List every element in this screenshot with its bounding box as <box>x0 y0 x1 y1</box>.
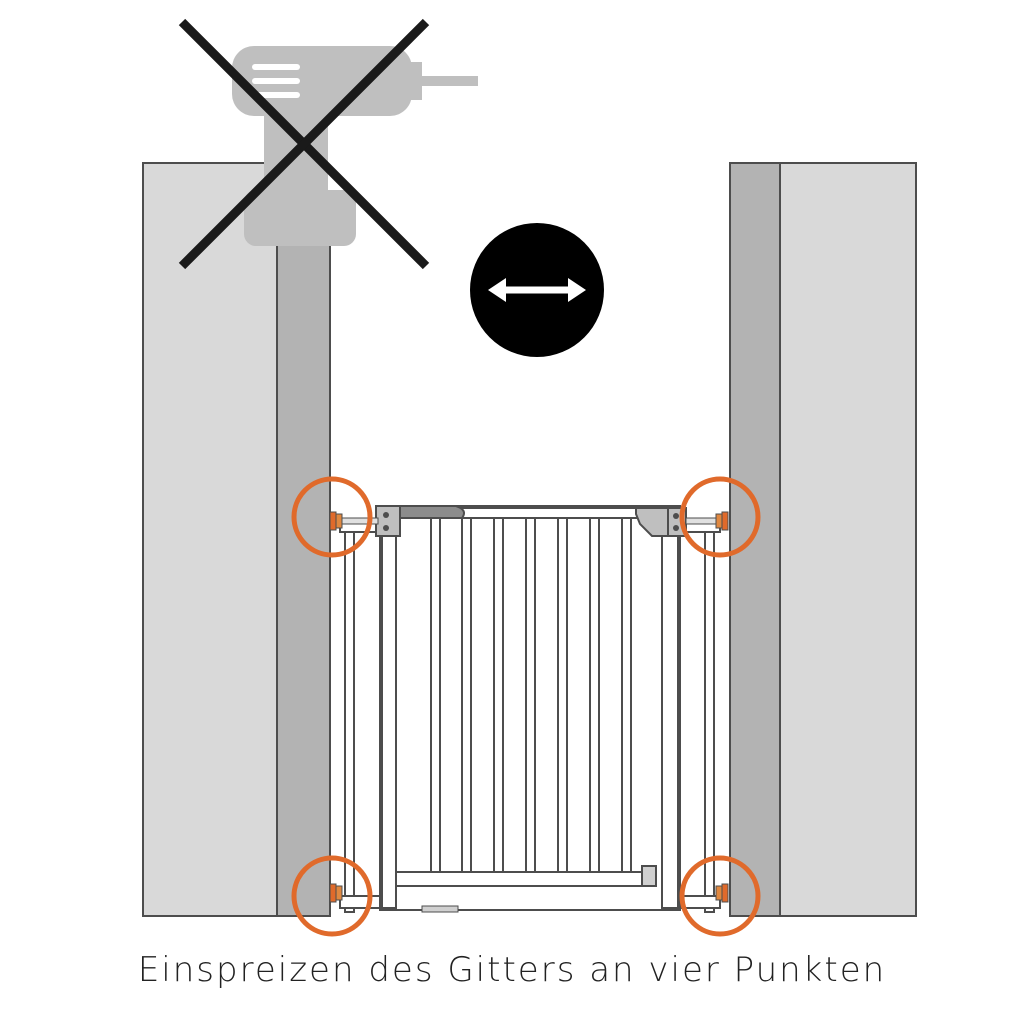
drill-crossed-out-icon <box>178 18 478 270</box>
double-arrow-horizontal-icon <box>470 223 604 357</box>
highlight-circle-icon <box>291 476 373 558</box>
hinge-bracket <box>375 505 401 537</box>
highlight-circle-icon <box>679 855 761 937</box>
spindle-top-right <box>685 511 729 531</box>
left-wall <box>142 162 278 917</box>
pressure-point-highlights <box>291 476 761 937</box>
caption: Einspreizen des Gitters an vier Punkten <box>137 950 887 990</box>
spindle-bottom-right <box>715 883 729 903</box>
highlight-circle-icon <box>291 855 373 937</box>
left-door-frame <box>276 239 331 917</box>
drill-icon <box>232 46 478 246</box>
gate-handle <box>399 505 465 519</box>
spindle-bottom-left <box>329 883 343 903</box>
spindle-top-left <box>329 511 379 531</box>
highlight-circle-icon <box>679 476 761 558</box>
right-door-frame <box>729 162 781 917</box>
right-wall <box>779 162 917 917</box>
safety-gate <box>329 505 729 913</box>
cross-icon <box>178 18 430 270</box>
gate-bars <box>430 517 632 873</box>
